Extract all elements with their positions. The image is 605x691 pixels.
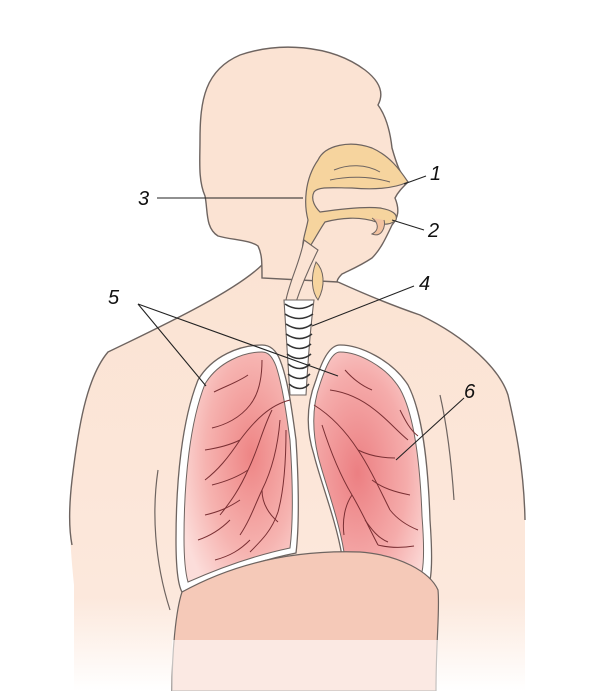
left-lung-vessels: [197, 359, 291, 561]
trachea: [283, 299, 315, 396]
shoulder-left-outline: [68, 264, 263, 546]
leader-line-2: [391, 219, 425, 231]
callout-label-1: 1: [430, 163, 442, 185]
larynx: [311, 261, 324, 301]
mouth-lips: [370, 217, 385, 236]
trachea-rings: [284, 303, 314, 390]
leader-line-5b: [137, 303, 339, 377]
callout-label-2: 2: [428, 220, 440, 242]
callout-label-5: 5: [108, 287, 120, 309]
head-outline: [199, 46, 410, 283]
leader-line-4: [311, 285, 415, 327]
shoulder-right-outline: [337, 281, 526, 521]
arm-right-inner-line: [439, 394, 455, 501]
callout-label-3: 3: [138, 188, 150, 210]
callout-label-4: 4: [419, 273, 431, 295]
leader-line-6: [395, 397, 465, 461]
leader-line-1: [403, 175, 427, 185]
left-lung: [183, 351, 293, 583]
arm-left-inner-line: [154, 469, 171, 611]
diaphragm-fade: [172, 640, 438, 691]
leader-line-5a: [137, 303, 207, 387]
nasal-turbinates: [329, 165, 391, 183]
leader-lines: [137, 175, 465, 461]
right-lung-vessels: [313, 369, 419, 548]
callout-label-6: 6: [464, 381, 476, 403]
